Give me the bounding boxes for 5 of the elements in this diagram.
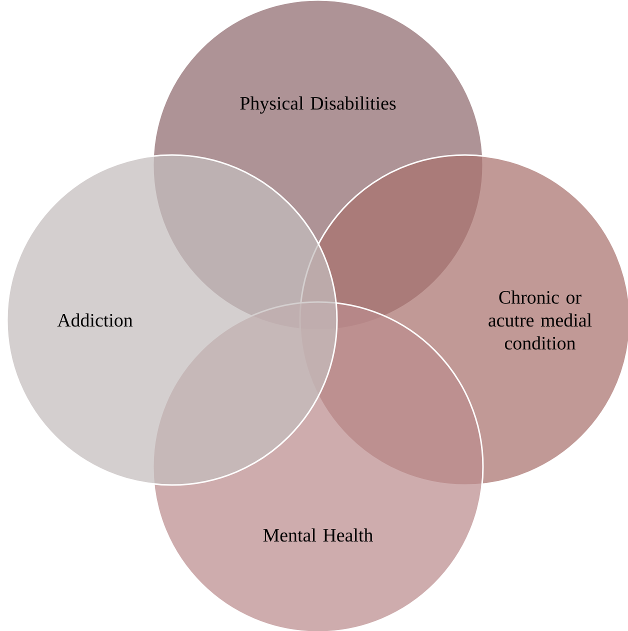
circle-label: Mental Health [263,528,373,542]
circle-label: Physical Disabilities [240,96,396,114]
circle-label: Chronic or acutre medial condition [488,290,592,350]
circle-label: Addiction [57,313,133,327]
venn-circle [6,154,338,486]
